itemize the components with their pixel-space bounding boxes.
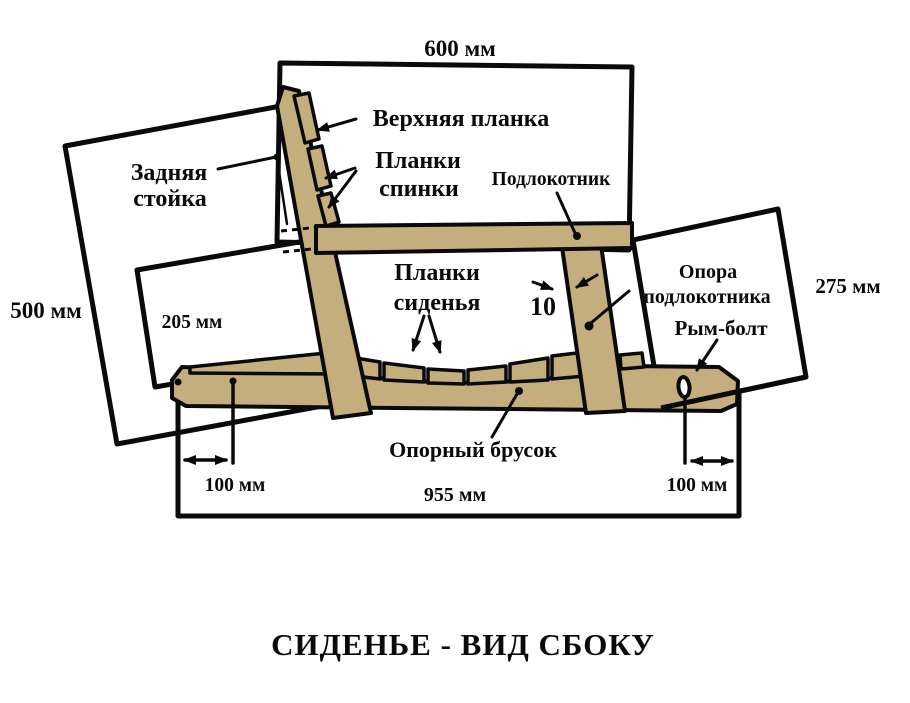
seat-planks-arrow-2 — [427, 314, 442, 354]
label-left-offset: 100 мм — [205, 475, 266, 496]
label-back-height: 500 мм — [10, 298, 82, 323]
label-rear-post-1: Задняя — [131, 160, 208, 186]
diagram-title: СИДЕНЬЕ - ВИД СБОКУ — [271, 627, 655, 662]
label-back-planks-2: спинки — [379, 176, 459, 202]
label-seat-planks-1: Планки — [394, 260, 480, 286]
label-back-planks-1: Планки — [375, 148, 461, 174]
seat-planks-arrow-1 — [411, 314, 426, 352]
back-planks-arrow-2 — [327, 169, 358, 209]
dimension-lines — [174, 377, 734, 466]
armrest-support-leader-dot — [584, 321, 594, 331]
label-inner-height: 205 мм — [162, 312, 223, 333]
label-armrest: Подлокотник — [492, 169, 611, 190]
armrest — [314, 221, 634, 255]
seat-plank-front — [188, 350, 338, 376]
back-planks-arrow-1 — [324, 166, 357, 180]
post-grain-line — [275, 156, 289, 226]
eye-bolt-arrow — [695, 338, 719, 372]
seat-plank — [426, 367, 466, 386]
armrest-leader-dot — [573, 232, 581, 240]
label-right-offset: 100 мм — [667, 475, 728, 496]
label-eye-bolt: Рым-болт — [674, 316, 768, 340]
label-base-length: 955 мм — [424, 484, 486, 506]
armrest-support-leader — [589, 289, 631, 325]
labels: 600 мм Верхняя планка Планки спинки Подл… — [10, 36, 880, 662]
seat-plank — [466, 364, 508, 386]
seat-plank — [618, 351, 646, 371]
label-gap: 10 — [530, 292, 556, 321]
chair-parts — [170, 85, 740, 420]
eye-bolt-ring — [676, 375, 692, 399]
top-plank-arrow — [316, 117, 358, 132]
seat-plank — [382, 361, 426, 384]
label-rear-post-2: стойка — [133, 186, 206, 212]
leader-arrows — [216, 117, 719, 439]
label-top-plank: Верхняя планка — [373, 106, 549, 132]
label-right-height: 275 мм — [815, 274, 880, 298]
left-edge-point — [174, 378, 182, 386]
left-offset-point — [229, 377, 237, 385]
gap-arrow-1 — [531, 280, 554, 291]
label-armrest-support-1: Опора — [679, 261, 737, 283]
rear-post-leader — [216, 155, 278, 171]
back-plank-top — [292, 91, 321, 145]
label-seat-planks-2: сиденья — [394, 290, 481, 316]
armrest-leader — [555, 191, 577, 235]
rear-post-leader-dot — [273, 153, 281, 161]
back-plank — [316, 191, 341, 228]
seat-plank — [508, 356, 550, 384]
label-top-width: 600 мм — [424, 36, 496, 61]
label-support-bar: Опорный брусок — [389, 437, 557, 462]
gap-arrow-2 — [575, 273, 599, 289]
support-bar-leader-dot — [515, 387, 523, 395]
support-bar-leader — [490, 392, 519, 439]
label-armrest-support-2: подлокотника — [643, 286, 770, 308]
